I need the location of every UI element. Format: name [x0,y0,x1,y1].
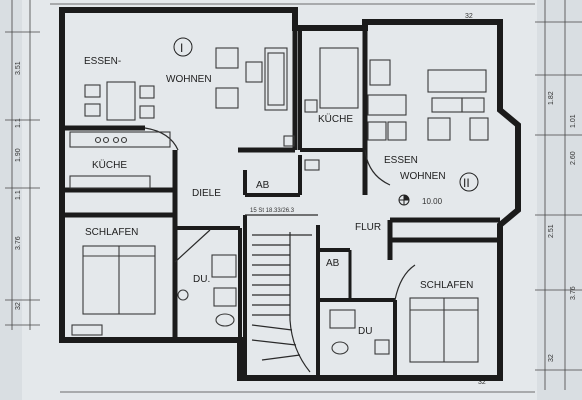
interior-walls [62,10,500,378]
label-essen-left: ESSEN- [84,56,121,67]
furniture-left-bath [177,254,237,327]
label-wohnen-left: WOHNEN [166,74,212,85]
dim-right-1: 1.82 [548,91,555,105]
label-schlafen-left: SCHLAFEN [85,227,138,238]
furniture-center-kitchen [283,47,359,171]
outer-walls [59,7,521,381]
dim-right-2: 1.01 [570,114,577,128]
label-essen-right: ESSEN [384,155,418,166]
furniture-left-dining [84,47,288,121]
label-kueche-center: KÜCHE [318,113,353,125]
dim-bottom-right: 32 [478,379,486,386]
dim-left-3: 1.90 [15,148,22,162]
dim-left-2: 1.1 [15,118,22,128]
label-unit-two: II [463,176,470,190]
staircase [251,232,312,373]
label-ab-center: AB [256,180,270,191]
dim-right-6: 32 [548,354,555,362]
label-kueche-left: KÜCHE [92,159,127,171]
stair-note: 15 St 18.33/26.3 [250,208,295,214]
dim-right-4: 2.51 [548,224,555,238]
furniture-left-kitchen [69,131,171,189]
left-dimension-chain: 3.51 1.1 1.90 1.1 3.76 32 [5,0,40,330]
level-marker: 10.00 [398,194,443,206]
furniture-right-bath [329,309,390,355]
label-schlafen-right: SCHLAFEN [420,280,473,291]
dim-top-right: 32 [465,13,473,20]
label-unit-one: I [180,41,183,55]
dim-left-6: 32 [15,302,22,310]
label-du-left: DU. [193,274,210,285]
level-mark-text: 10.00 [422,197,443,206]
dim-right-5: 3.76 [570,286,577,300]
dim-left-1: 3.51 [15,61,22,75]
dim-right-3: 2.60 [570,151,577,165]
label-du-right: DU [358,326,372,337]
dim-left-5: 3.76 [15,236,22,250]
furniture-left-bedroom [71,245,156,336]
dim-left-4: 1.1 [15,190,22,200]
label-ab-right: AB [326,258,340,269]
label-diele: DIELE [192,188,221,199]
label-flur: FLUR [355,222,381,233]
plan-sheet [22,0,537,400]
label-wohnen-right: WOHNEN [400,171,446,182]
unit-two-circle [459,172,479,192]
furniture-right-bedroom [409,297,479,363]
unit-one-circle [173,37,193,57]
right-dimension-chain: 1.82 1.01 2.60 2.51 3.76 32 32 32 [465,0,582,390]
furniture-right-living [367,59,489,141]
